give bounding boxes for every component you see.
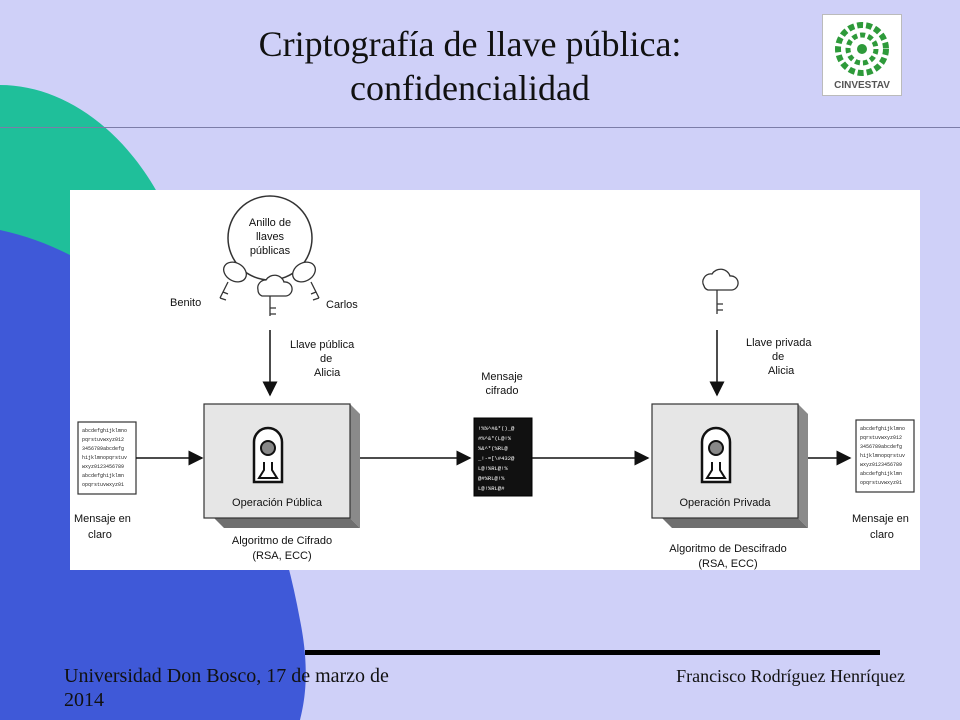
public-operation-label: Operación Pública [232,497,323,509]
footer-institution-date: Universidad Don Bosco, 17 de marzo de 20… [64,664,484,712]
ciphertext-document: !%%^#&*()_@ #%^&*(L@!% %&^*(%RL@ _!-=[\#… [473,417,533,497]
plaintext-line: 3456789abcdefg [860,444,902,450]
ciphertext-line: !%%^#&*()_@ [478,425,515,432]
footer-left-line-2: 2014 [64,689,104,711]
keyring-label-3: públicas [250,245,291,257]
ciphertext-line: L@!%RL@# [478,485,505,492]
diagram-canvas: Anillo de llaves públicas Benito Carlos … [74,195,915,570]
plaintext-left-label-2: claro [88,529,112,541]
plaintext-line: hijklmnopqrstuv [860,453,905,459]
ciphertext-line: L@!%RL@!% [478,465,508,472]
title-line-1: Criptografía de llave pública: [258,24,682,64]
plaintext-line: abcdefghijklmn [860,471,902,477]
public-operation-box: Operación Pública [203,403,360,528]
plaintext-left-label-1: Mensaje en [74,513,131,525]
plaintext-line: abcdefghijklmn [82,473,124,479]
footer-left-line-1: Universidad Don Bosco, 17 de marzo de [64,665,389,687]
plaintext-line: pqrstuvwxyz012 [860,435,902,441]
ciphertext-line: %&^*(%RL@ [478,445,508,452]
footer-divider [305,650,880,655]
plaintext-line: abcdefghijklmno [82,428,127,434]
plaintext-line: opqrstuvwxyz01 [82,482,124,488]
cipher-label-1: Mensaje [481,371,523,383]
plaintext-line: wxyz0123456789 [860,462,902,468]
slide-title: Criptografía de llave pública: confidenc… [140,22,800,110]
lock-icon [252,426,284,484]
ciphertext-line: #%^&*(L@!% [478,435,512,442]
encrypt-algorithm-label-1: Algoritmo de Cifrado [232,535,332,547]
decrypt-algorithm-label-2: (RSA, ECC) [698,558,757,570]
plaintext-line: opqrstuvwxyz01 [860,480,902,486]
cinvestav-logo: CINVESTAV [822,14,902,96]
plaintext-line: abcdefghijklmno [860,426,905,432]
private-cloud-key-icon [702,268,739,314]
carlos-label: Carlos [326,299,358,311]
private-key-label-3: Alicia [768,365,795,377]
ciphertext-line: @#%RL@!% [478,475,505,482]
plaintext-line: 3456789abcdefg [82,446,124,452]
private-operation-label: Operación Privada [679,497,771,509]
public-key-label-3: Alicia [314,367,341,379]
plaintext-document-right: abcdefghijklmno pqrstuvwxyz012 3456789ab… [855,419,915,493]
decrypt-algorithm-label-1: Algoritmo de Descifrado [669,543,786,555]
public-key-label-2: de [320,353,332,365]
private-key-label-1: Llave privada [746,337,812,349]
plaintext-line: wxyz0123456789 [82,464,124,470]
benito-label: Benito [170,297,201,309]
cinvestav-logo-graphic: CINVESTAV [834,22,890,91]
cipher-label-2: cifrado [485,385,518,397]
cloud-key-icon [257,274,293,316]
private-key-label-2: de [772,351,784,363]
keyring-label-1: Anillo de [249,217,291,229]
plaintext-right-label-2: claro [870,529,894,541]
plaintext-right-label-1: Mensaje en [852,513,909,525]
keyring-label-2: llaves [256,231,285,243]
private-operation-box: Operación Privada [651,403,808,528]
title-divider [0,127,960,128]
plaintext-document-left: abcdefghijklmno pqrstuvwxyz012 3456789ab… [77,421,137,495]
cinvestav-logo-text: CINVESTAV [834,80,890,91]
public-key-label-1: Llave pública [290,339,355,351]
title-line-2: confidencialidad [350,68,590,108]
plaintext-line: pqrstuvwxyz012 [82,437,124,443]
plaintext-line: hijklmnopqrstuv [82,455,127,461]
encryption-diagram: Anillo de llaves públicas Benito Carlos … [70,190,920,570]
ciphertext-line: _!-=[\#432@ [477,455,515,462]
footer-author: Francisco Rodríguez Henríquez [676,666,905,686]
key-icon [219,261,247,301]
key-icon [292,261,320,301]
encrypt-algorithm-label-2: (RSA, ECC) [252,550,311,562]
lock-icon [700,426,732,484]
